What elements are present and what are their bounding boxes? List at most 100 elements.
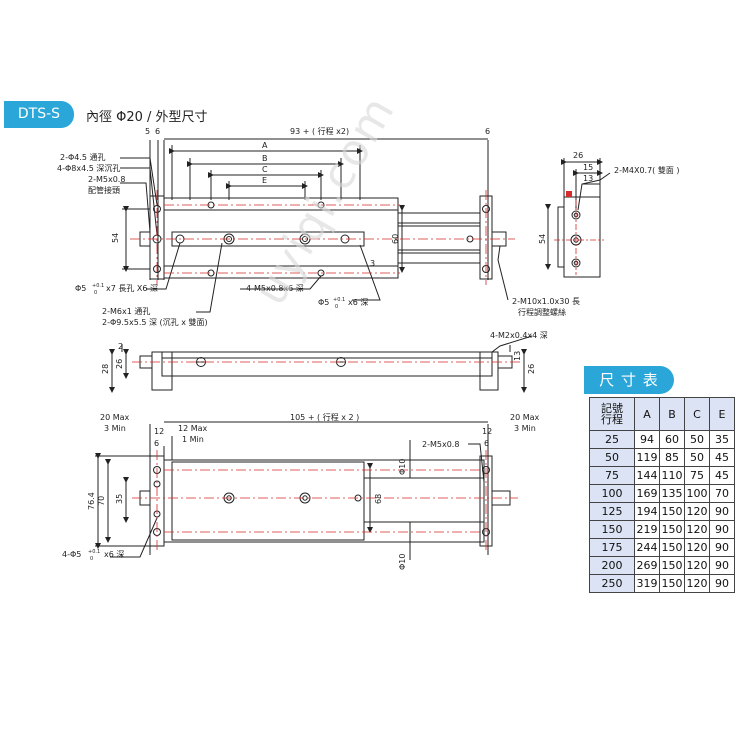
tol-plus-3: +0.1 (88, 549, 100, 555)
mid-dim-26-right: 26 (527, 364, 536, 374)
note-port: 配管接頭 (88, 185, 120, 195)
bot-dim-105: 105 + ( 行程 x 2 ) (290, 412, 359, 422)
bot-dim-70: 70 (97, 496, 106, 506)
table-cell: 94 (634, 430, 660, 449)
note-phi5-b: Φ5 (318, 298, 329, 307)
note-counterbore: 4-Φ8x4.5 深沉孔 (57, 164, 120, 173)
bot-dim-3min-left: 3 Min (104, 424, 126, 433)
table-cell: 45 (709, 466, 735, 485)
mid-note-m2: 4-M2x0.4x4 深 (490, 331, 548, 340)
bot-dim-68: 68 (374, 494, 383, 504)
note-m10: 2-M10x1.0x30 長 (512, 297, 580, 306)
bot-note-m5: 2-M5x0.8 (422, 440, 459, 449)
note-phi5-depth: x6 深 (348, 298, 368, 307)
table-cell: 150 (659, 502, 685, 521)
dim-a: A (262, 141, 268, 150)
bot-dim-20max-left: 20 Max (100, 413, 130, 422)
side-note-m4: 2-M4X0.7( 雙面 ) (614, 165, 680, 175)
table-cell: 119 (634, 448, 660, 467)
mid-dim-13: 13 (513, 351, 522, 361)
table-cell: 85 (659, 448, 685, 467)
dim-e: E (262, 176, 267, 185)
table-cell: 150 (659, 520, 685, 539)
table-cell: 319 (634, 574, 660, 593)
bot-dim-20max-right: 20 Max (510, 413, 540, 422)
side-view (545, 158, 611, 278)
table-cell: 60 (659, 430, 685, 449)
bot-dim-6-left: 6 (154, 439, 159, 448)
table-cell-stroke: 75 (589, 466, 635, 485)
note-phi95: 2-Φ9.5x5.5 深 (沉孔 x 雙面) (102, 317, 208, 327)
table-cell: 50 (684, 448, 710, 467)
table-cell: 90 (709, 502, 735, 521)
table-cell: 120 (684, 502, 710, 521)
dim-6-right: 6 (485, 127, 490, 136)
table-cell: 90 (709, 520, 735, 539)
tol-plus-1: +0.1 (92, 283, 104, 289)
bot-dim-1min: 1 Min (182, 435, 204, 444)
table-header-a: A (634, 397, 660, 431)
mid-dim-28: 28 (101, 364, 110, 374)
mid-dim-26: 26 (115, 359, 124, 369)
note-m5-bottom: 4-M5x0.8x6 深 (246, 284, 304, 293)
table-cell: 269 (634, 556, 660, 575)
table-header-row: 記號行程 A B C E (589, 397, 735, 431)
table-cell: 150 (659, 538, 685, 557)
table-header-b: B (659, 397, 685, 431)
note-slot-phi: Φ5 (75, 284, 86, 293)
table-header-c: C (684, 397, 710, 431)
dim-6-left: 6 (155, 127, 160, 136)
top-view-centerlines (130, 190, 515, 285)
table-cell: 90 (709, 574, 735, 593)
bot-dim-12-left: 12 (154, 427, 164, 436)
dim-c: C (262, 165, 268, 174)
dim-5: 5 (145, 127, 150, 136)
table-cell: 70 (709, 484, 735, 503)
table-cell: 120 (684, 538, 710, 557)
table-cell-stroke: 25 (589, 430, 635, 449)
dim-b: B (262, 154, 268, 163)
table-cell-stroke: 50 (589, 448, 635, 467)
bot-note-phi5-depth: x6 深 (104, 550, 124, 559)
table-cell: 169 (634, 484, 660, 503)
bot-dim-6-right: 6 (484, 439, 489, 448)
table-cell: 120 (684, 520, 710, 539)
bot-dim-3min-right: 3 Min (514, 424, 536, 433)
tol-zero-3: 0 (90, 556, 93, 562)
bot-dim-phi10-bottom: Φ10 (398, 554, 407, 570)
side-dim-13: 13 (583, 174, 593, 183)
tol-plus-2: +0.1 (333, 297, 345, 303)
table-cell: 150 (659, 556, 685, 575)
tol-zero-2: 0 (335, 304, 338, 310)
table-cell: 50 (684, 430, 710, 449)
table-cell-stroke: 200 (589, 556, 635, 575)
table-cell-stroke: 100 (589, 484, 635, 503)
dim-54: 54 (111, 233, 120, 243)
side-dim-54: 54 (538, 234, 547, 244)
table-cell: 90 (709, 556, 735, 575)
bot-dim-12max: 12 Max (178, 424, 208, 433)
middle-view (109, 335, 533, 393)
table-cell-stroke: 150 (589, 520, 635, 539)
bot-dim-12-right: 12 (482, 427, 492, 436)
model-badge: DTS-S (4, 101, 74, 128)
table-cell: 100 (684, 484, 710, 503)
table-cell: 135 (659, 484, 685, 503)
table-cell: 150 (659, 574, 685, 593)
table-cell: 219 (634, 520, 660, 539)
note-m6: 2-M6x1 通孔 (102, 306, 150, 316)
table-cell: 110 (659, 466, 685, 485)
table-cell: 194 (634, 502, 660, 521)
table-cell-stroke: 125 (589, 502, 635, 521)
table-cell: 75 (684, 466, 710, 485)
